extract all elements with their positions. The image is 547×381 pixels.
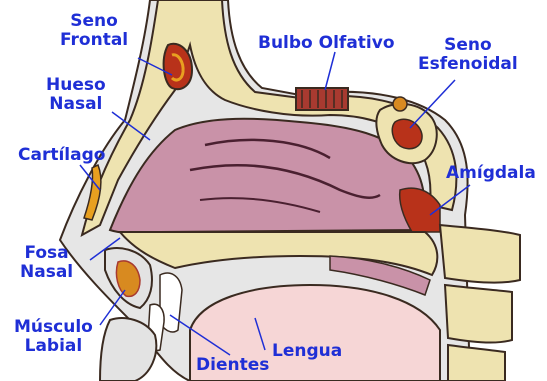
cervical-spine [440,225,520,381]
label-bulbo-olfativo: Bulbo Olfativo [258,34,395,53]
lower-lip [100,318,156,381]
label-lengua: Lengua [272,342,342,361]
label-hueso-nasal: Hueso Nasal [46,76,106,114]
label-musculo-labial: Músculo Labial [14,318,93,356]
olfactory-bulb [296,88,348,110]
label-cartilago: Cartílago [18,146,105,165]
label-dientes: Dientes [196,356,269,375]
label-seno-esfenoidal: Seno Esfenoidal [418,36,518,74]
label-seno-frontal: Seno Frontal [60,12,128,50]
label-amigdala: Amígdala [446,164,536,183]
label-fosa-nasal: Fosa Nasal [20,244,73,282]
